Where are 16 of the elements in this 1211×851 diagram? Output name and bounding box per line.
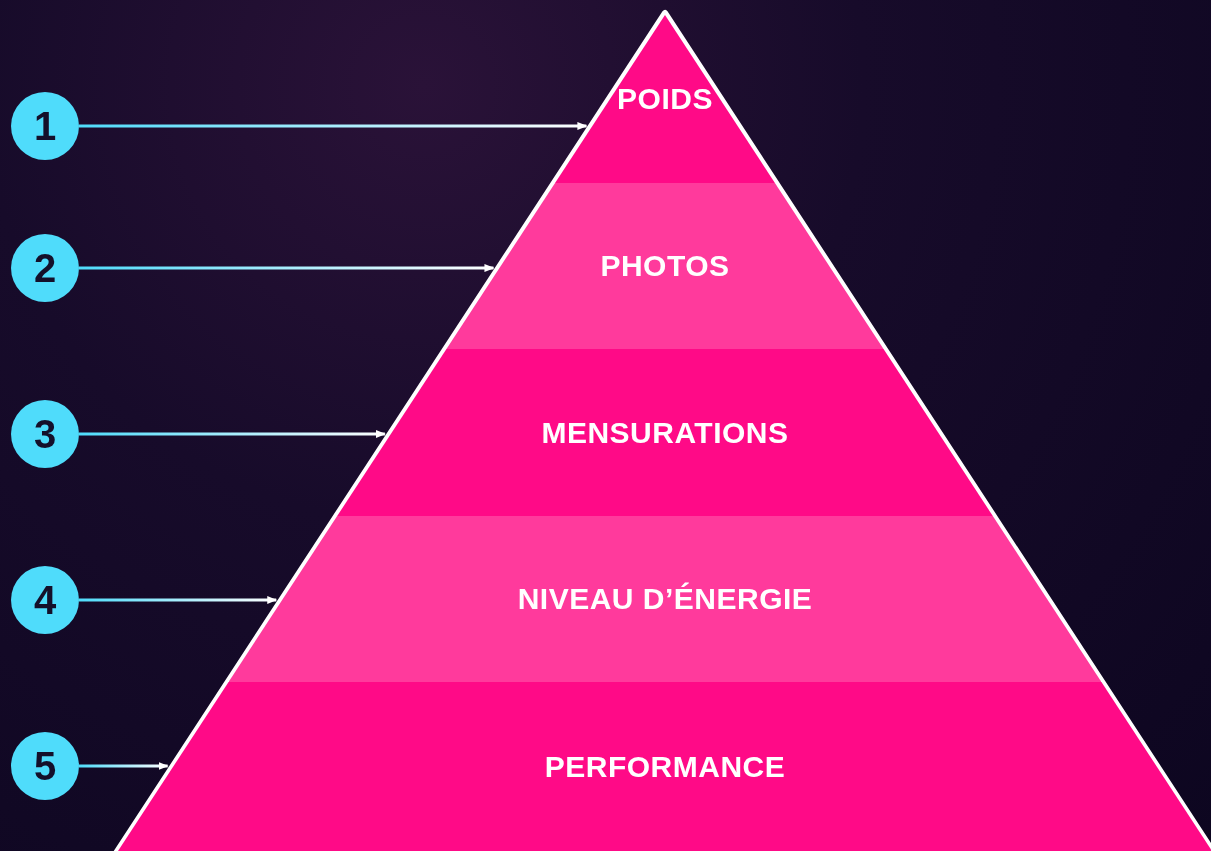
step-number: 4 [33, 577, 57, 623]
level-label: MENSURATIONS [541, 415, 789, 450]
level-label: NIVEAU D’ÉNERGIE [517, 582, 813, 616]
arrow [79, 596, 278, 604]
level-label: PERFORMANCE [544, 749, 786, 784]
step-number: 3 [33, 411, 57, 457]
level-label: PHOTOS [600, 249, 730, 283]
arrow [79, 264, 495, 272]
level-label: POIDS [617, 82, 713, 116]
arrow [79, 762, 169, 770]
step-number: 5 [33, 743, 57, 789]
pyramid-level [118, 682, 1211, 851]
arrow [79, 430, 386, 438]
step-number: 1 [33, 103, 57, 149]
arrow [79, 122, 588, 130]
step-number: 2 [33, 245, 57, 291]
